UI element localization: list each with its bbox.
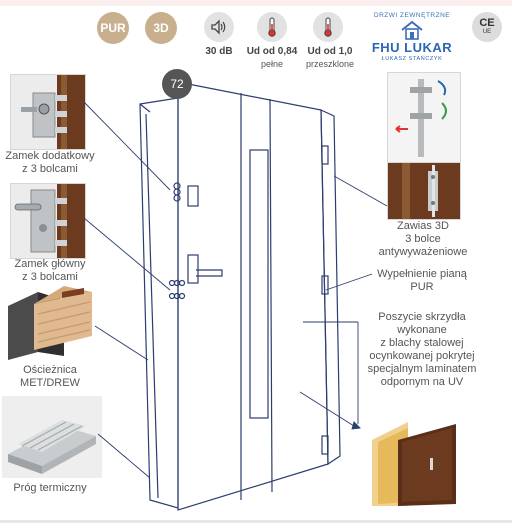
callout-lines [83, 101, 388, 479]
thermal-glazed-sub: przeszklone [305, 59, 355, 69]
speaker-icon [204, 12, 234, 42]
logo-name: FHU LUKAR [371, 40, 453, 55]
sound-insulation-label: 30 dB [205, 46, 233, 57]
hinge-photo [387, 162, 461, 220]
frame-photo [4, 284, 96, 362]
ce-mark: CE [479, 17, 495, 29]
company-logo: DRZWI ZEWNĘTRZNE FHU LUKAR ŁUKASZ STAŃCZ… [362, 10, 462, 66]
thermometer-icon [313, 12, 343, 42]
top-band [0, 0, 512, 6]
thermal-full-sub: pełne [260, 59, 284, 69]
logo-tagline: DRZWI ZEWNĘTRZNE [373, 12, 451, 19]
logo-owner: ŁUKASZ STAŃCZYK [381, 56, 443, 62]
threshold-photo [2, 396, 102, 478]
door-drawing [139, 81, 341, 511]
main-lock-photo [10, 183, 86, 259]
threshold-label: Próg termiczny [13, 482, 87, 494]
thermal-glazed-label: Ud od 1,0 [307, 46, 353, 57]
bottom-rule [0, 520, 512, 523]
ce-mark-icon: CE UE [472, 12, 502, 42]
door-leaf-section-photo [368, 418, 462, 510]
hinge-diagram-photo [387, 72, 461, 164]
3d-badge: 3D [145, 12, 177, 44]
thermal-full-label: Ud od 0,84 [246, 46, 298, 57]
thermometer-icon [257, 12, 287, 42]
ce-sub: UE [482, 29, 492, 35]
extra-lock-photo [10, 74, 86, 150]
house-logo-icon [401, 20, 423, 40]
pur-badge: PUR [97, 12, 129, 44]
model-number-badge: 72 [162, 69, 192, 99]
